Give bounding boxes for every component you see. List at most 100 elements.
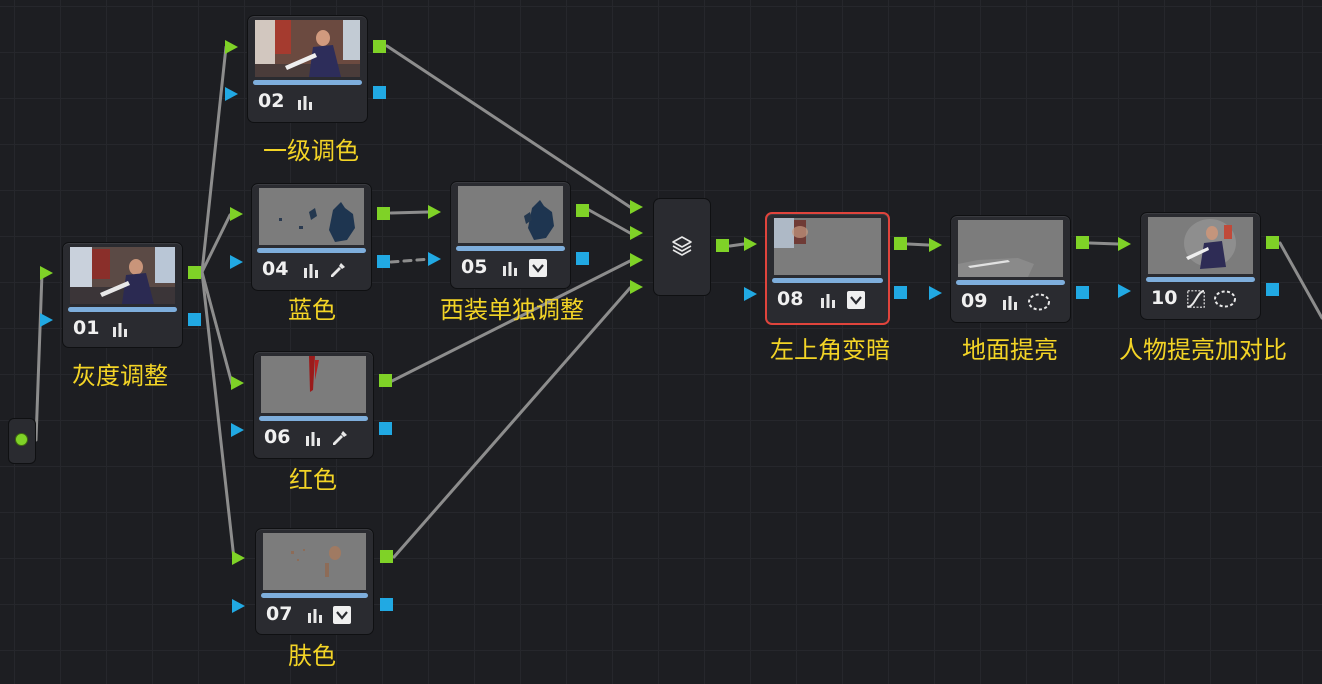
key-output[interactable] [379, 422, 392, 435]
blue-key-thumbnail [259, 188, 364, 245]
key-input[interactable] [225, 87, 238, 101]
source-dot-icon[interactable] [15, 433, 28, 446]
rgb-input[interactable] [230, 207, 243, 221]
wire-05-mixer [587, 208, 632, 235]
rgb-output[interactable] [379, 374, 392, 387]
rgb-input[interactable] [744, 237, 757, 251]
wire-01-02 [200, 45, 228, 274]
mixer-input-4[interactable] [630, 280, 643, 294]
rgb-input[interactable] [1118, 237, 1131, 251]
rgb-input[interactable] [231, 376, 244, 390]
node-06[interactable]: 06 [253, 351, 374, 459]
wire-01-06 [200, 270, 234, 386]
node-progress-bar [68, 307, 177, 312]
histogram-icon [306, 432, 320, 446]
circle-window-icon [1028, 293, 1050, 311]
rgb-output[interactable] [576, 204, 589, 217]
histogram-icon [304, 264, 318, 278]
wire-06-mixer [390, 259, 632, 383]
node-thumbnail [261, 356, 366, 413]
node-number: 05 [461, 256, 488, 278]
node-label: 红色 [289, 466, 337, 494]
node-number: 02 [258, 90, 285, 112]
rgb-output[interactable] [188, 266, 201, 279]
rgb-input[interactable] [929, 238, 942, 252]
key-output[interactable] [188, 313, 201, 326]
key-output[interactable] [1076, 286, 1089, 299]
key-output[interactable] [380, 598, 393, 611]
layer-mixer-node[interactable] [653, 198, 711, 296]
key-output[interactable] [377, 255, 390, 268]
node-thumbnail [958, 220, 1063, 277]
circle-window-icon [1214, 290, 1236, 308]
node-thumbnail [259, 188, 364, 245]
rgb-output[interactable] [380, 550, 393, 563]
mixer-input-3[interactable] [630, 253, 643, 267]
key-input[interactable] [231, 423, 244, 437]
street-scene-thumbnail [255, 20, 360, 77]
node-label: 西装单独调整 [440, 296, 584, 324]
node-05[interactable]: 05 [450, 181, 571, 289]
eyedropper-icon [333, 431, 347, 445]
rgb-input[interactable] [225, 40, 238, 54]
wire-source-01 [34, 271, 44, 442]
key-output[interactable] [1266, 283, 1279, 296]
node-04[interactable]: 04 [251, 183, 372, 291]
node-progress-bar [253, 80, 362, 85]
node-label: 灰度调整 [72, 362, 168, 390]
key-output[interactable] [576, 252, 589, 265]
key-output[interactable] [373, 86, 386, 99]
rgb-input[interactable] [40, 266, 53, 280]
node-10[interactable]: 10 [1140, 212, 1261, 320]
key-input[interactable] [744, 287, 757, 301]
node-progress-bar [456, 246, 565, 251]
node-progress-bar [1146, 277, 1255, 282]
rgb-input[interactable] [232, 551, 245, 565]
key-input[interactable] [929, 286, 942, 300]
node-07[interactable]: 07 [255, 528, 374, 635]
histogram-icon [113, 323, 127, 337]
node-progress-bar [261, 593, 368, 598]
wire-09-10 [1088, 241, 1120, 246]
mixer-input-1[interactable] [630, 200, 643, 214]
node-progress-bar [956, 280, 1065, 285]
key-input[interactable] [40, 313, 53, 327]
node-label: 地面提亮 [962, 336, 1058, 364]
key-input[interactable] [232, 599, 245, 613]
node-thumbnail [1148, 217, 1253, 274]
node-number: 10 [1151, 287, 1178, 309]
key-input[interactable] [428, 252, 441, 266]
skin-key-thumbnail [263, 533, 366, 590]
rgb-output[interactable] [373, 40, 386, 53]
rgb-input[interactable] [428, 205, 441, 219]
node-number: 04 [262, 258, 289, 280]
key-output[interactable] [894, 286, 907, 299]
wire-04-05-key [389, 257, 432, 264]
red-key-thumbnail [261, 356, 366, 413]
node-08[interactable]: 08 [765, 212, 890, 325]
node-01[interactable]: 01 [62, 242, 183, 348]
node-label: 蓝色 [288, 296, 336, 324]
rgb-output[interactable] [377, 207, 390, 220]
node-09[interactable]: 09 [950, 215, 1071, 323]
key-check-icon [333, 606, 351, 624]
wire-01-07 [200, 270, 236, 561]
rgb-output[interactable] [1076, 236, 1089, 249]
node-number: 08 [777, 288, 804, 310]
node-02[interactable]: 02 [247, 15, 368, 123]
node-label: 左上角变暗 [770, 336, 890, 364]
key-input[interactable] [1118, 284, 1131, 298]
ground-window-thumbnail [958, 220, 1063, 277]
histogram-icon [308, 609, 322, 623]
mixer-rgb-output[interactable] [716, 239, 729, 252]
rgb-output[interactable] [894, 237, 907, 250]
rgb-output[interactable] [1266, 236, 1279, 249]
mixer-input-2[interactable] [630, 226, 643, 240]
node-thumbnail [774, 218, 881, 275]
key-check-icon [847, 291, 865, 309]
wire-07-mixer [392, 286, 632, 559]
key-input[interactable] [230, 255, 243, 269]
node-number: 06 [264, 426, 291, 448]
wire-10-out [1278, 241, 1322, 320]
source-node[interactable] [8, 418, 36, 464]
